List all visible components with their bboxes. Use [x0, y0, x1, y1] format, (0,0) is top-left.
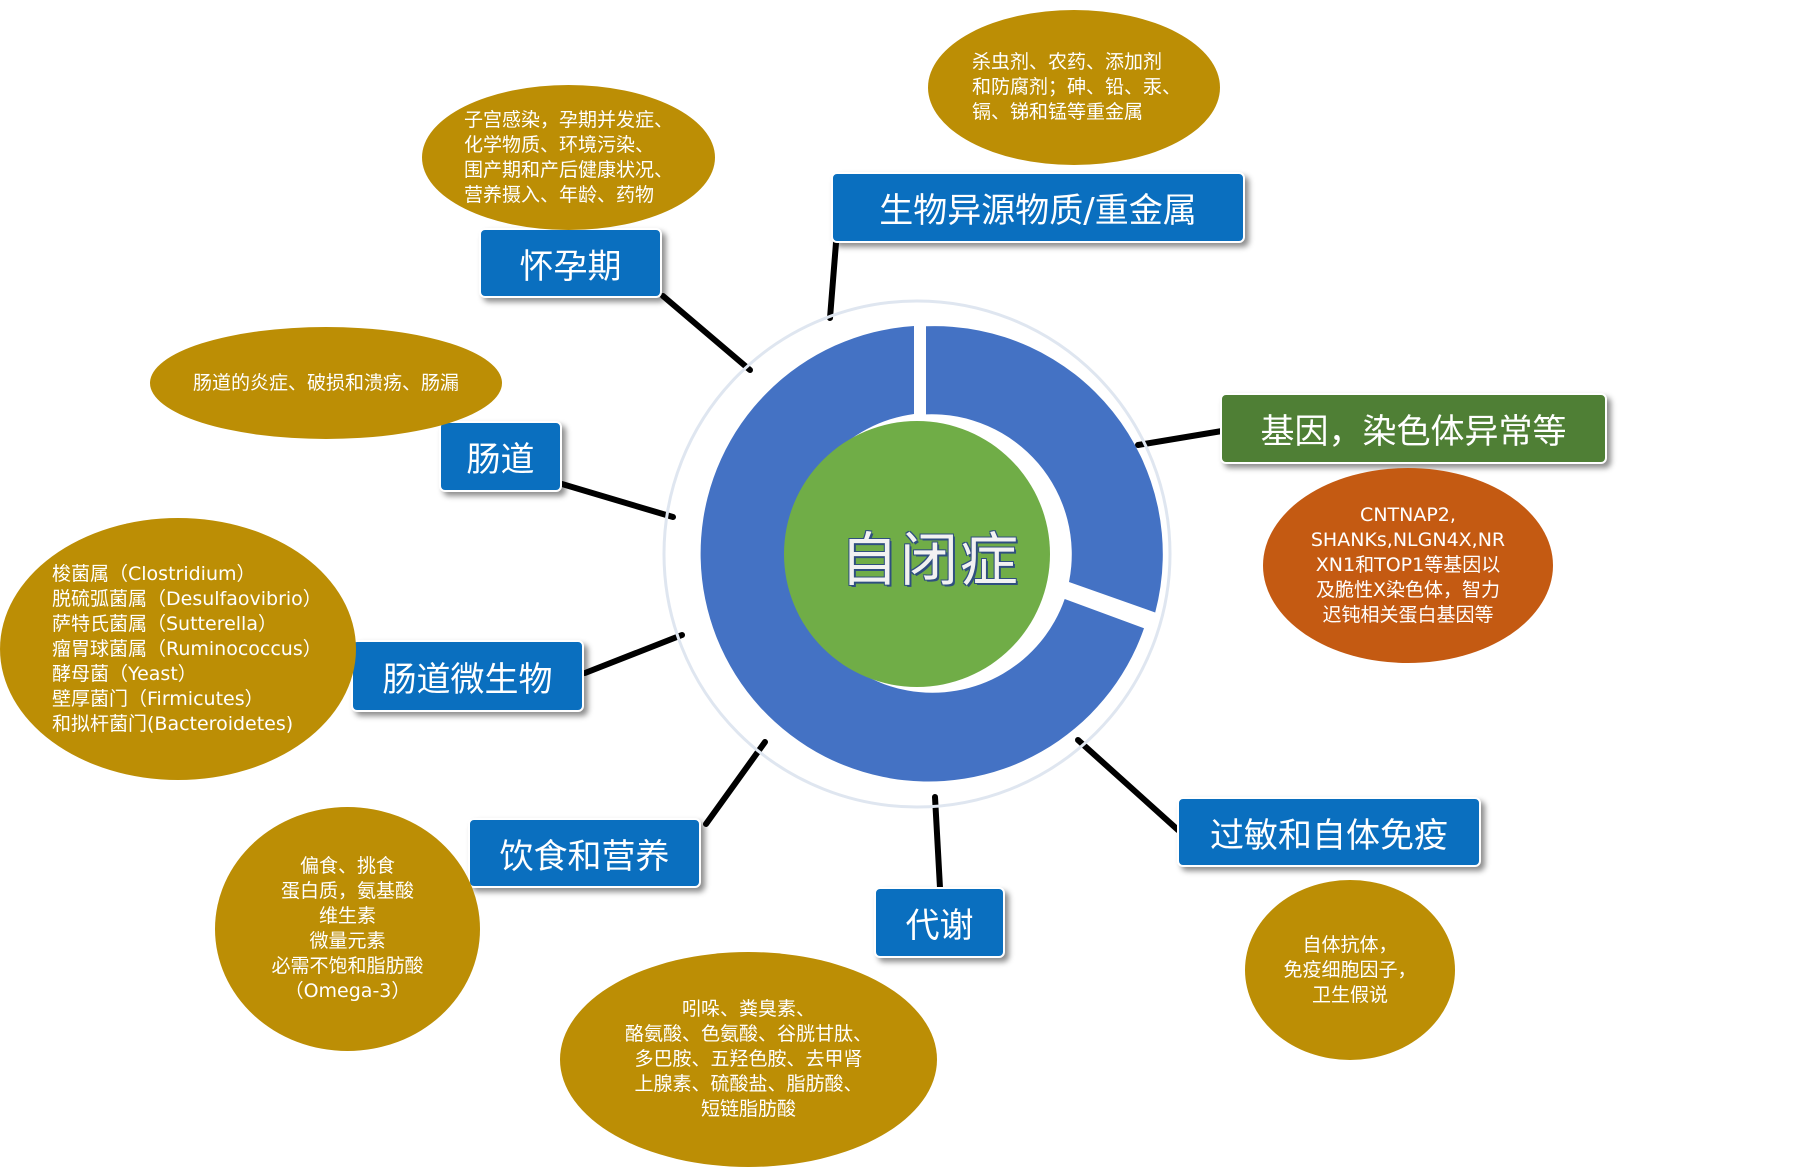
bubble-microbiome-line: 壁厚菌门（Firmicutes）	[52, 687, 264, 710]
bubble-diet-line: 维生素	[318, 905, 376, 927]
bubble-xenobiotic: 杀虫剂、农药、添加剂 和防腐剂；砷、铅、汞、 镉、锑和锰等重金属	[928, 10, 1220, 165]
center-label: 自闭症	[839, 526, 1020, 594]
bubble-gene-line: CNTNAP2,	[1360, 504, 1456, 526]
node-metabolism: 代谢	[874, 887, 1005, 958]
bubble-diet-line: （Omega-3）	[284, 980, 411, 1002]
diagram-canvas	[559, 240, 1225, 891]
bubble-metabolism-line: 吲哚、粪臭素、	[681, 998, 815, 1020]
ring-segment-major	[700, 326, 1144, 782]
node-pregnancy: 怀孕期	[479, 228, 662, 298]
connector-xenobiotic	[827, 240, 839, 321]
connector-diet	[703, 739, 768, 827]
connectors	[559, 240, 1225, 891]
bubble-xenobiotic-line: 镉、锑和锰等重金属	[972, 101, 1144, 123]
connector-gene	[1135, 428, 1225, 448]
bubble-microbiome-line: 和拟杆菌门(Bacteroidetes)	[52, 712, 294, 735]
bubble-diet-line: 必需不饱和脂肪酸	[271, 955, 424, 977]
bubble-pregnancy-line: 围产期和产后健康状况、	[464, 158, 674, 181]
bubble-metabolism-line: 短链脂肪酸	[700, 1098, 796, 1120]
bubble-pregnancy: 子宫感染，孕期并发症、 化学物质、环境污染、 围产期和产后健康状况、 营养摄入、…	[422, 85, 715, 230]
connector-microbiome	[582, 632, 685, 676]
node-gene: 基因，染色体异常等	[1220, 393, 1607, 464]
bubble-immunity-line: 自体抗体，	[1302, 933, 1398, 956]
bubble-pregnancy-line: 营养摄入、年龄、药物	[464, 183, 655, 206]
bubble-microbiome-line: 萨特氏菌属（Sutterella）	[52, 612, 277, 635]
bubble-pregnancy-line: 化学物质、环境污染、	[464, 133, 655, 156]
node-diet: 饮食和营养	[468, 818, 701, 888]
bubble-xenobiotic-line: 和防腐剂；砷、铅、汞、	[972, 76, 1182, 98]
bubble-gene-line: 迟钝相关蛋白基因等	[1322, 604, 1494, 626]
node-xenobiotic: 生物异源物质/重金属	[831, 172, 1245, 243]
bubble-diet-line: 蛋白质，氨基酸	[280, 880, 414, 902]
connector-intestine	[559, 481, 676, 520]
connector-immunity	[1075, 737, 1181, 833]
bubble-intestine-line: 肠道的炎症、破损和溃疡、肠漏	[192, 371, 459, 394]
bubble-intestine: 肠道的炎症、破损和溃疡、肠漏	[150, 327, 502, 439]
node-intestine: 肠道	[439, 421, 562, 492]
bubble-gene-line: 及脆性X染色体，智力	[1315, 579, 1501, 601]
bubble-diet-line: 微量元素	[309, 930, 386, 952]
bubble-gene-line: XN1和TOP1等基因以	[1315, 554, 1501, 576]
bubble-microbiome-line: 瘤胃球菌属（Ruminococcus）	[52, 637, 322, 660]
bubble-metabolism-line: 上腺素、硫酸盐、脂肪酸、	[634, 1073, 863, 1095]
bubble-microbiome-line: 酵母菌（Yeast）	[52, 662, 197, 685]
bubble-gene: CNTNAP2, SHANKs,NLGN4X,NR XN1和TOP1等基因以 及…	[1263, 468, 1553, 663]
bubble-diet: 偏食、挑食 蛋白质，氨基酸 维生素 微量元素 必需不饱和脂肪酸 （Omega-3…	[215, 807, 480, 1051]
connector-metabolism	[932, 794, 943, 891]
bubble-diet-line: 偏食、挑食	[299, 855, 395, 877]
node-immunity: 过敏和自体免疫	[1177, 797, 1481, 867]
bubble-immunity-line: 免疫细胞因子，	[1283, 958, 1417, 981]
bubble-xenobiotic-line: 杀虫剂、农药、添加剂	[972, 51, 1163, 73]
ring-segment-minor	[926, 326, 1163, 613]
bubble-gene-line: SHANKs,NLGN4X,NR	[1310, 529, 1506, 551]
bubble-pregnancy-line: 子宫感染，孕期并发症、	[464, 108, 674, 131]
bubble-immunity-line: 卫生假说	[1311, 983, 1388, 1006]
bubble-microbiome-line: 梭菌属（Clostridium）	[52, 562, 256, 585]
bubble-metabolism-line: 多巴胺、五羟色胺、去甲肾	[634, 1048, 863, 1070]
center-circle	[784, 421, 1050, 687]
connector-pregnancy	[660, 293, 753, 373]
node-microbiome: 肠道微生物	[351, 640, 584, 712]
bubble-immunity: 自体抗体， 免疫细胞因子， 卫生假说	[1245, 880, 1455, 1060]
bubble-microbiome: 梭菌属（Clostridium） 脱硫弧菌属（Desulfaovibrio） 萨…	[0, 518, 356, 780]
ring-halo	[662, 299, 1172, 809]
bubble-metabolism-line: 酪氨酸、色氨酸、谷胱甘肽、	[624, 1023, 872, 1045]
bubble-microbiome-line: 脱硫弧菌属（Desulfaovibrio）	[52, 587, 322, 610]
bubble-metabolism: 吲哚、粪臭素、 酪氨酸、色氨酸、谷胱甘肽、 多巴胺、五羟色胺、去甲肾 上腺素、硫…	[560, 952, 937, 1167]
